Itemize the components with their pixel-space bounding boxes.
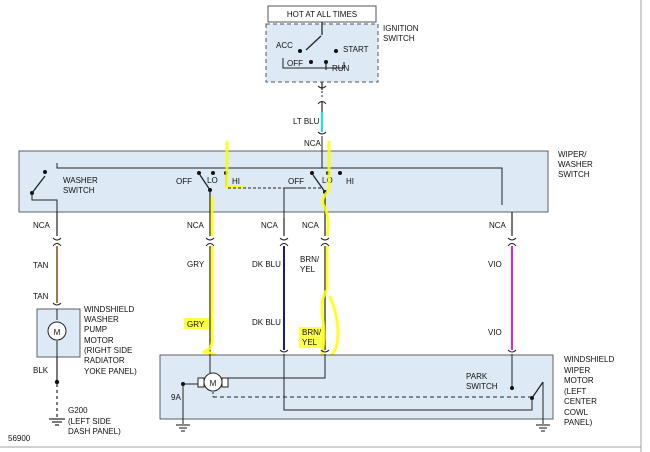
nca-dkblu-label: NCA: [261, 221, 279, 230]
hot-at-all-times-label: HOT AT ALL TIMES: [287, 10, 357, 19]
brnyel-bottom-highlight: [299, 327, 323, 348]
right-lo-label: LO: [322, 176, 333, 185]
wiper-motor-brush-left: [197, 377, 205, 388]
right-off-label: OFF: [288, 177, 304, 186]
nca-top-label: NCA: [304, 139, 322, 148]
ignition-start-terminal: [334, 49, 338, 53]
nca-washer-label: NCA: [33, 221, 51, 230]
ignition-start-label: START: [343, 45, 369, 54]
ignition-switch: HOT AT ALL TIMES ACC START OFF RUN IGNIT…: [265, 5, 421, 83]
gry-bottom-highlight: [184, 318, 209, 329]
dkblu-connector-b: [279, 243, 289, 247]
washer-switch-upper-contact: [43, 170, 47, 174]
figure-number: 56900: [8, 434, 31, 443]
left-lo-label: LO: [207, 176, 218, 185]
brnyel-connector-c: [320, 349, 330, 353]
blk-label: BLK: [33, 366, 49, 375]
brnyel-top-label: BRN/ YEL: [300, 255, 321, 274]
lt-blu-label: LT BLU: [293, 117, 320, 126]
ignition-run-label: RUN: [332, 64, 350, 73]
washer-motor-symbol: [47, 321, 67, 341]
park-switch-ground-symbol: [536, 424, 550, 432]
nca-brnyel-label: NCA: [302, 221, 320, 230]
gry-top-label: GRY: [187, 260, 205, 269]
gry-bottom-label: GRY: [187, 320, 205, 329]
dkblu-connector-c: [279, 349, 289, 353]
brnyel-highlight-loop: [320, 289, 340, 359]
ignition-off-label: OFF: [287, 59, 303, 68]
vio-top-label: VIO: [488, 260, 502, 269]
wiper-motor: WINDSHIELD WIPER MOTOR (LEFT CENTER COWL…: [159, 354, 616, 432]
washer-connector-a: [52, 237, 62, 241]
wiper-lo-lead: [228, 354, 326, 379]
brnyel-bottom-label: BRN/ YEL: [302, 328, 323, 347]
ignition-acc-terminal: [298, 49, 302, 53]
wiper-motor-symbol: [203, 372, 223, 392]
washer-motor-m: M: [54, 328, 61, 337]
wiper-motor-ground-symbol: [176, 424, 190, 432]
washer-switch-output: [31, 193, 58, 218]
left-off-label: OFF: [176, 177, 192, 186]
wiper-ground-splice: [181, 382, 185, 386]
vio-bottom-label: VIO: [488, 328, 502, 337]
left-lo-contact: [211, 171, 215, 175]
washer-pump-motor-label: WINDSHIELD WASHER PUMP MOTOR (RIGHT SIDE…: [84, 305, 137, 376]
dkblu-top-label: DK BLU: [252, 260, 281, 269]
wiper-motor-m: M: [210, 379, 217, 388]
park-switch-contact-upper: [510, 386, 514, 390]
blk-splice: [54, 379, 60, 385]
ignition-contact-bar: [282, 58, 345, 69]
ignition-switch-title: IGNITION SWITCH: [383, 24, 421, 43]
washer-switch-label: WASHER SWITCH: [63, 176, 100, 195]
park-switch-label: PARK SWITCH: [466, 372, 498, 391]
right-off-lead: [283, 187, 306, 218]
gry-connector-b: [205, 243, 215, 247]
gry-connector-a: [205, 237, 215, 241]
park-dkblu-return: [283, 354, 533, 411]
washer-pump-motor: M WINDSHIELD WASHER PUMP MOTOR (RIGHT SI…: [36, 305, 137, 376]
dkblu-bottom-label: DK BLU: [252, 318, 281, 327]
washer-connector-b: [52, 243, 62, 247]
park-switch-blade: [531, 381, 544, 399]
right-off-contact: [310, 171, 314, 175]
tan-bottom-label: TAN: [33, 292, 49, 301]
left-off-contact: [197, 171, 201, 175]
vio-connector-b: [507, 243, 517, 247]
ignition-off-terminal: [309, 60, 313, 64]
dkblu-connector-a: [279, 237, 289, 241]
vio-connector-c: [507, 349, 517, 353]
nca-gry-label: NCA: [187, 221, 205, 230]
ignition-switch-blade: [305, 35, 322, 51]
ignition-acc-label: ACC: [276, 41, 293, 50]
right-hi-label: HI: [346, 177, 354, 186]
wiper-switch-top-connector: [317, 131, 327, 135]
washer-connector-c: [52, 302, 62, 306]
brnyel-highlight-upper: [321, 188, 331, 237]
left-hi-label: HI: [232, 177, 240, 186]
tan-top-label: TAN: [33, 261, 49, 270]
g200-label: G200 (LEFT SIDE DASH PANEL): [68, 406, 121, 436]
left-switch-blade: [199, 174, 211, 191]
brnyel-connector-a: [320, 237, 330, 241]
g200-ground-symbol: [49, 418, 65, 426]
brnyel-connector-b: [320, 243, 330, 247]
wiper-washer-switch: WIPER/ WASHER SWITCH WASHER SWITCH OFF L…: [18, 136, 595, 218]
wiper-motor-label: WINDSHIELD WIPER MOTOR (LEFT CENTER COWL…: [564, 355, 616, 427]
right-switch-blade: [312, 174, 326, 193]
ignition-connector-lower: [317, 101, 327, 105]
nca-vio-label: NCA: [489, 221, 507, 230]
fuse-9a-label: 9A: [171, 393, 181, 402]
wiper-motor-brush-right: [221, 377, 229, 388]
right-hi-contact: [338, 171, 342, 175]
vio-connector-a: [507, 237, 517, 241]
washer-switch-blade: [31, 175, 46, 194]
wiper-washer-switch-title: WIPER/ WASHER SWITCH: [558, 150, 595, 179]
switch-feed-bus: [56, 163, 503, 205]
